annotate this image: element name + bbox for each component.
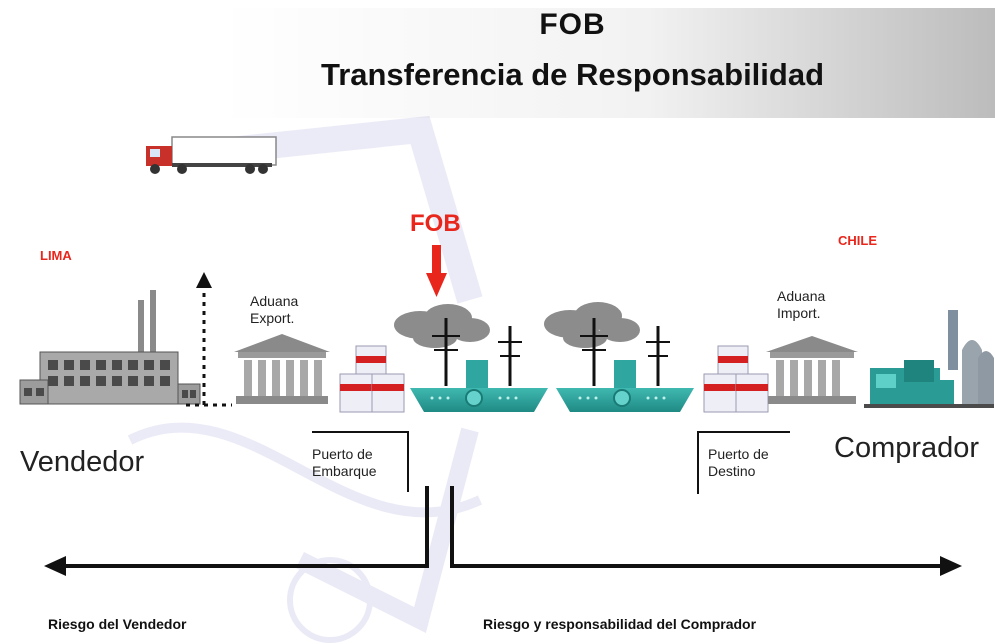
buyer-risk-arrow xyxy=(450,556,962,576)
ship-right-icon xyxy=(556,318,694,412)
port-loading-line1: Puerto de xyxy=(312,446,373,462)
cargo-boxes-left-icon xyxy=(339,345,405,413)
diagram-title-line1: FOB xyxy=(539,8,606,41)
smoke-right-icon xyxy=(544,302,640,348)
destination-country-label: CHILE xyxy=(838,233,877,248)
title-band xyxy=(220,8,995,118)
port-loading-label: Puerto de Embarque xyxy=(312,446,377,480)
port-destination-line2: Destino xyxy=(708,463,756,479)
buyer-label: Comprador xyxy=(834,432,980,464)
customs-export-line1: Aduana xyxy=(250,293,299,309)
port-destination-bracket xyxy=(697,431,790,494)
customs-import-line1: Aduana xyxy=(777,288,826,304)
origin-city-label: LIMA xyxy=(40,248,72,263)
port-destination-line1: Puerto de xyxy=(708,446,769,462)
port-destination-label: Puerto de Destino xyxy=(708,446,769,480)
smoke-left-icon xyxy=(394,304,490,348)
factory-icon xyxy=(19,290,201,405)
port-loading-line2: Embarque xyxy=(312,463,377,479)
port-loading-bracket xyxy=(312,431,409,492)
seller-label: Vendedor xyxy=(20,446,145,478)
fob-down-arrow xyxy=(426,245,447,297)
diagram-title-line2: Transferencia de Responsabilidad xyxy=(320,57,825,92)
truck-icon xyxy=(146,136,277,174)
customs-import-line2: Import. xyxy=(777,305,821,321)
customs-export-icon xyxy=(234,334,330,404)
customs-export-line2: Export. xyxy=(250,310,295,326)
customs-import-label: Aduana Import. xyxy=(777,288,825,322)
fob-marker-label: FOB xyxy=(410,210,461,237)
ship-left-icon xyxy=(410,318,548,412)
dotted-up-arrow xyxy=(186,272,232,407)
cargo-boxes-right-icon xyxy=(703,345,769,413)
risk-transfer-divider xyxy=(425,486,454,564)
buyer-risk-label: Riesgo y responsabilidad del Comprador xyxy=(483,616,757,632)
seller-risk-label: Riesgo del Vendedor xyxy=(48,616,187,632)
industrial-plant-icon xyxy=(864,310,994,408)
seller-risk-arrow xyxy=(44,556,429,576)
customs-export-label: Aduana Export. xyxy=(250,293,298,327)
customs-import-icon xyxy=(766,336,858,404)
